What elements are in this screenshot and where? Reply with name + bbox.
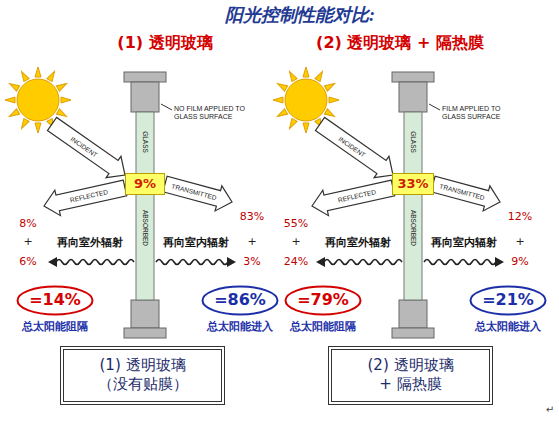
percent-value: 9%: [511, 256, 528, 269]
total-ellipse: =79%: [284, 285, 362, 316]
total-caption: 总太阳能阻隔: [290, 321, 356, 334]
total-ellipse: =21%: [469, 285, 547, 316]
return-mark: ↵: [546, 404, 554, 416]
panel-heading: (2) 透明玻璃 + 隔热膜: [316, 34, 484, 52]
total-caption: 总太阳能阻隔: [22, 321, 88, 334]
film-note: NO FILM APPLIED TO GLASS SURFACE: [174, 105, 254, 121]
plus-sign: +: [291, 236, 300, 249]
plus-sign: +: [515, 236, 524, 249]
ray-label: REFLECTED: [338, 188, 377, 204]
node-text: =21%: [482, 290, 534, 309]
ray-label: REFLECTED: [70, 188, 109, 204]
ray-label: INCIDENT: [338, 135, 367, 159]
percent-value: 55%: [284, 218, 308, 231]
total-caption: 总太阳能进入: [475, 321, 541, 334]
radiation-label: 再向室外辐射: [57, 236, 123, 248]
node-text: =86%: [214, 290, 266, 309]
ellipse-outline: [203, 286, 278, 314]
glass-label: GLASS: [409, 131, 416, 153]
node-text: 33%: [397, 176, 428, 192]
percent-value: 8%: [19, 218, 36, 231]
total-caption: 总太阳能进入: [207, 321, 273, 334]
percent-value: 83%: [240, 211, 264, 224]
plus-sign: +: [23, 236, 32, 249]
node-text: (1) 透明玻璃 （没有贴膜）: [95, 356, 190, 395]
title: 阳光控制性能对比:: [225, 5, 375, 26]
absorbed-label: ABSORBED: [141, 210, 148, 246]
percent-value: 24%: [284, 256, 308, 269]
radiation-label: 再向室外辐射: [325, 236, 391, 248]
ellipse-outline: [18, 286, 93, 314]
caption-box: (2) 透明玻璃 + 隔热膜: [328, 346, 493, 405]
percent-box: 9%: [125, 173, 165, 195]
ray-label: TRANSMITTED: [438, 182, 485, 201]
radiation-label: 再向室内辐射: [431, 236, 497, 248]
percent-value: 6%: [19, 256, 36, 269]
absorbed-label: ABSORBED: [409, 210, 416, 246]
percent-box: 33%: [392, 173, 434, 195]
node-text: 9%: [134, 176, 156, 192]
ellipse-outline: [286, 286, 361, 314]
total-ellipse: =86%: [201, 285, 279, 316]
node-text: (2) 透明玻璃 + 隔热膜: [363, 356, 458, 395]
node-text: =14%: [29, 290, 81, 309]
percent-value: 3%: [243, 256, 260, 269]
percent-value: 12%: [508, 211, 532, 224]
film-note: FILM APPLIED TO GLASS SURFACE: [442, 105, 522, 121]
node-text: =79%: [297, 290, 349, 309]
ray-label: INCIDENT: [70, 135, 99, 159]
glass-label: GLASS: [141, 131, 148, 153]
ray-label: TRANSMITTED: [170, 182, 217, 201]
total-ellipse: =14%: [16, 285, 94, 316]
panel-heading: (1) 透明玻璃: [117, 34, 212, 52]
caption-box: (1) 透明玻璃 （没有贴膜）: [60, 346, 225, 405]
ellipse-outline: [471, 286, 546, 314]
plus-sign: +: [247, 236, 256, 249]
radiation-label: 再向室内辐射: [163, 236, 229, 248]
